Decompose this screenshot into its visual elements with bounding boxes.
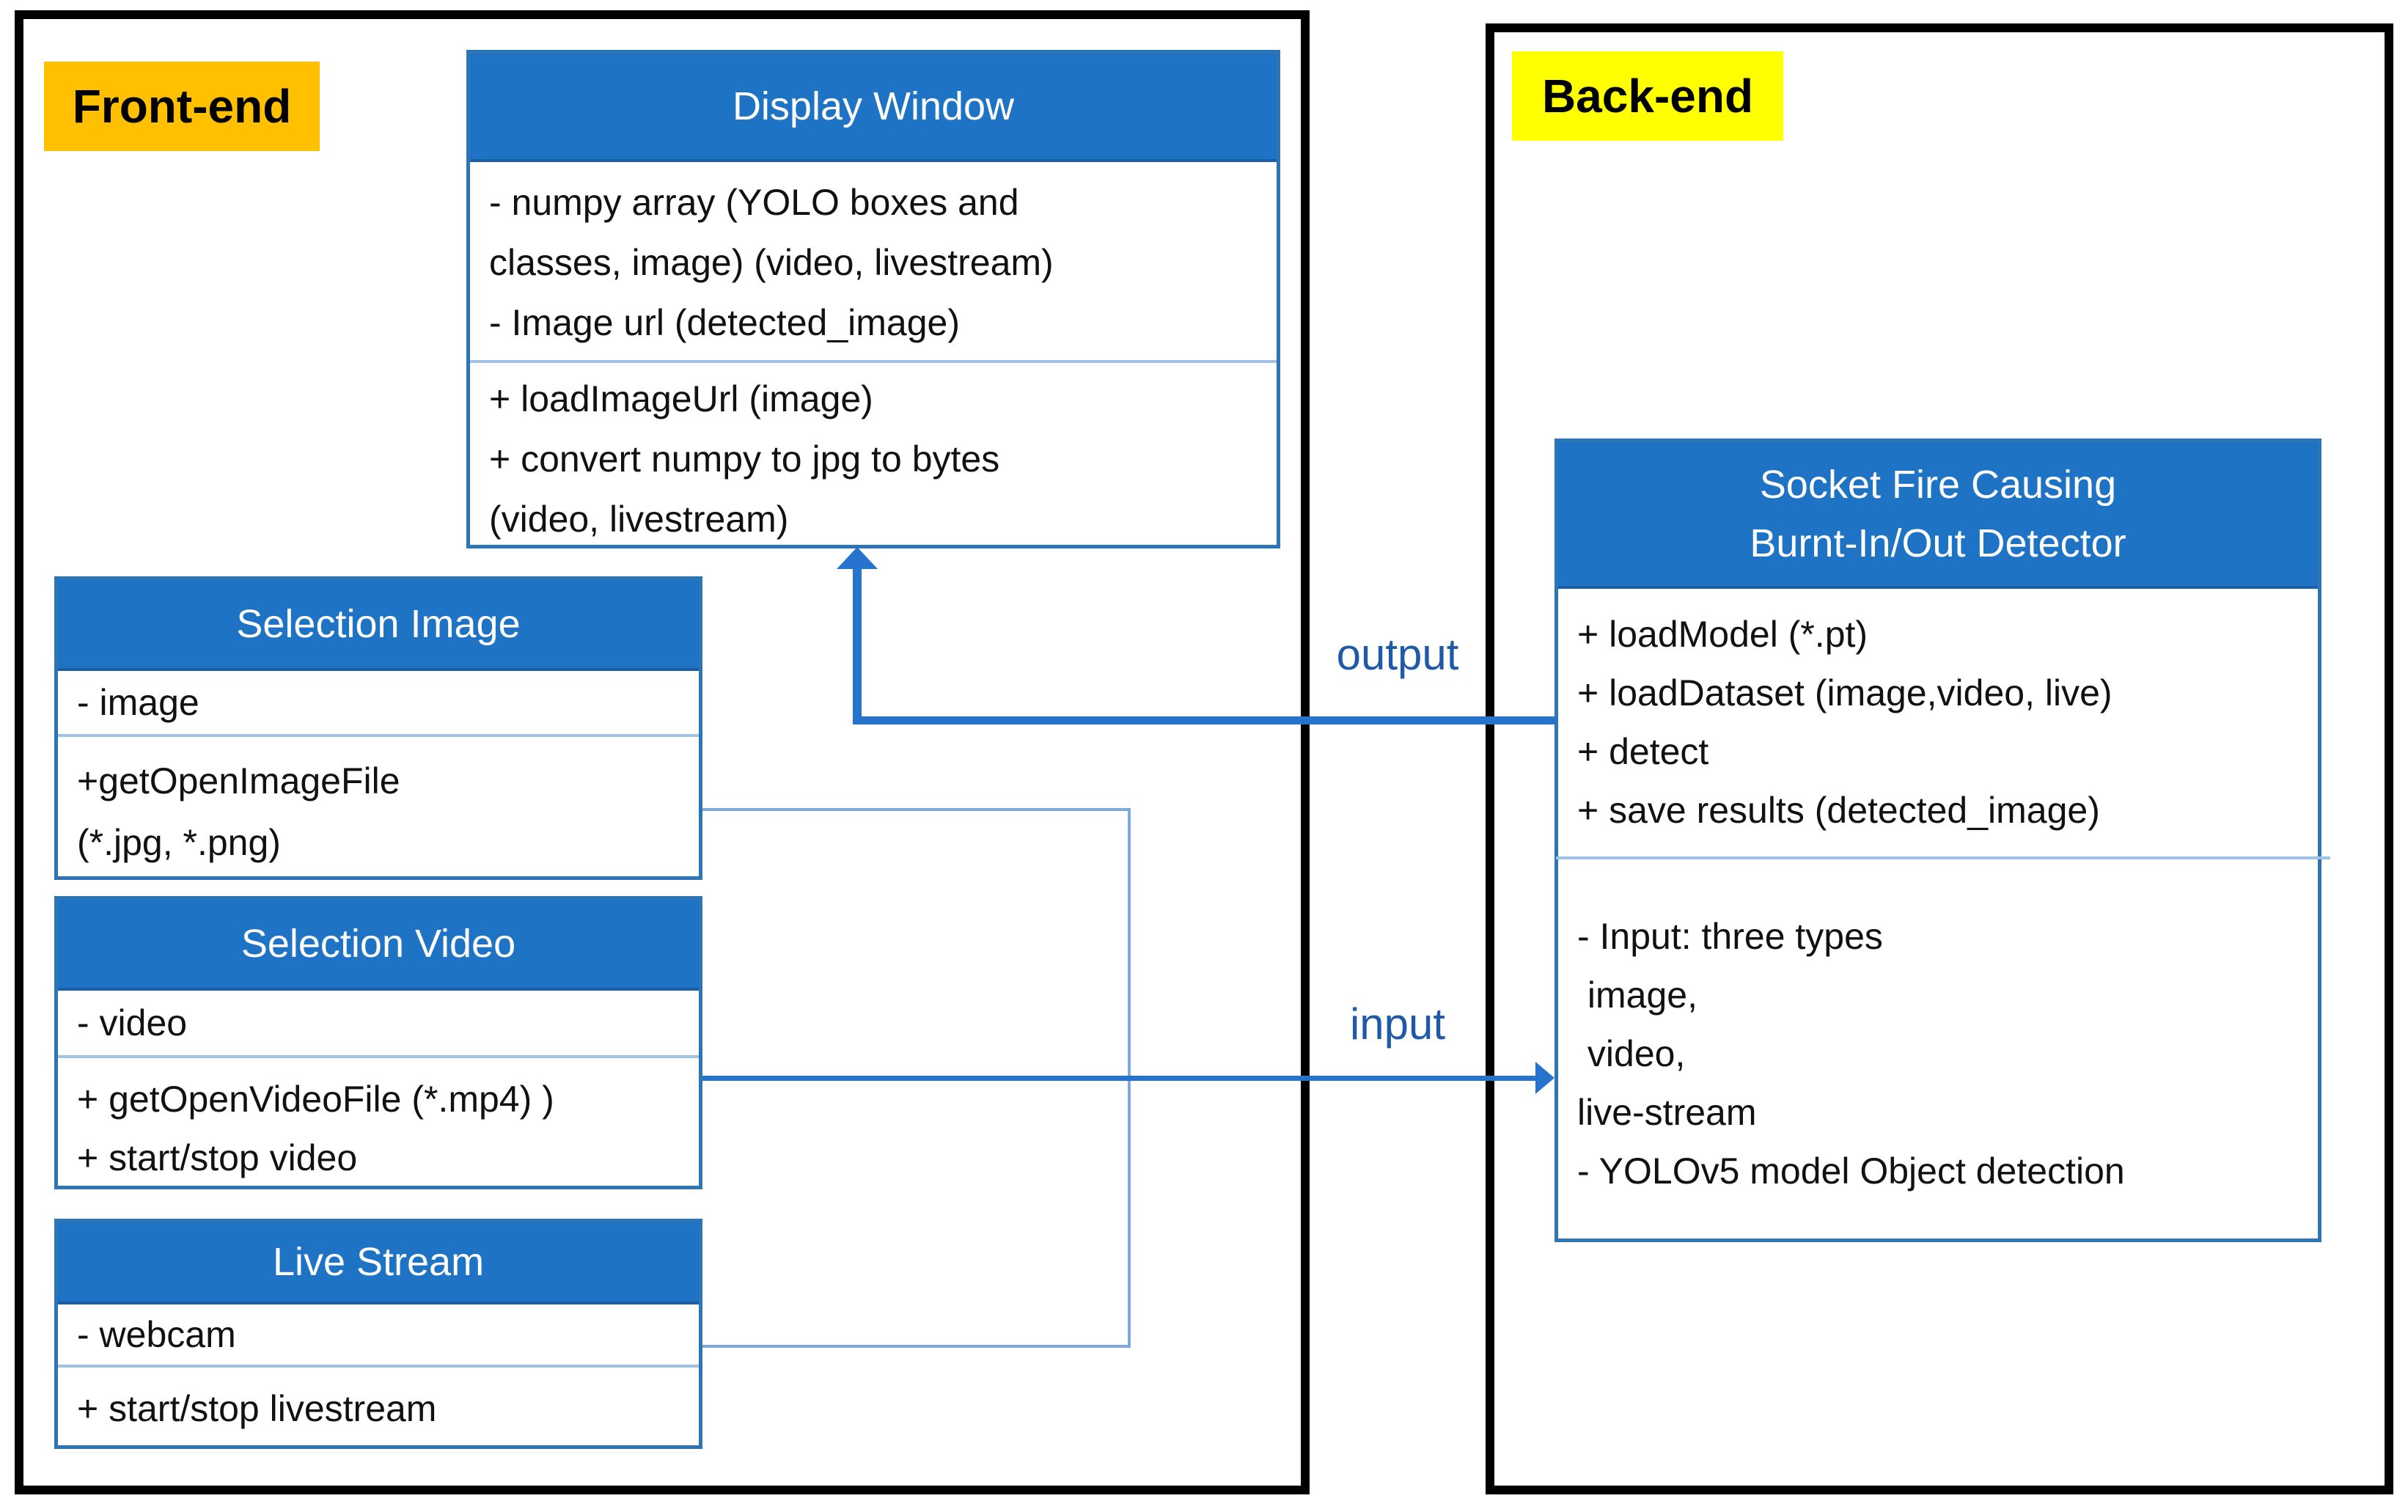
display-window-attributes: - numpy array (YOLO boxes and classes, i… xyxy=(470,162,1277,363)
backend-label-text: Back-end xyxy=(1541,70,1754,122)
detector-box: Socket Fire Causing Burnt-In/Out Detecto… xyxy=(1554,438,2321,1242)
output-line-vertical xyxy=(853,566,862,720)
display-window-box: Display Window - numpy array (YOLO boxes… xyxy=(466,50,1280,548)
bracket-bottom-line xyxy=(702,1345,1131,1348)
input-line-horizontal xyxy=(702,1076,1537,1081)
detector-header: Socket Fire Causing Burnt-In/Out Detecto… xyxy=(1558,442,2318,589)
output-line-horizontal xyxy=(853,716,1554,724)
selection-image-box: Selection Image - image +getOpenImageFil… xyxy=(54,576,702,880)
selection-image-header: Selection Image xyxy=(58,580,699,671)
detector-section-divider xyxy=(1556,856,2330,859)
display-window-header: Display Window xyxy=(470,54,1277,162)
selection-video-attributes: - video xyxy=(58,991,699,1058)
output-label: output xyxy=(1310,625,1486,683)
live-stream-header: Live Stream xyxy=(58,1222,699,1304)
detector-methods: + loadModel (*.pt) + loadDataset (image,… xyxy=(1577,614,2112,831)
frontend-label: Front-end xyxy=(44,62,320,151)
input-label-text: input xyxy=(1349,999,1446,1049)
live-stream-methods: + start/stop livestream xyxy=(77,1388,437,1429)
selection-video-methods: + getOpenVideoFile (*.mp4) ) + start/sto… xyxy=(77,1079,554,1178)
output-label-text: output xyxy=(1336,629,1459,679)
bracket-top-line xyxy=(702,808,1131,811)
selection-image-methods: +getOpenImageFile (*.jpg, *.png) xyxy=(77,760,400,863)
up-arrowhead-icon xyxy=(837,547,878,569)
frontend-label-text: Front-end xyxy=(72,80,292,133)
input-label: input xyxy=(1310,994,1486,1053)
detector-notes: - Input: three types image, video, live-… xyxy=(1577,916,2125,1192)
right-arrowhead-icon xyxy=(1535,1062,1554,1094)
selection-video-header: Selection Video xyxy=(58,900,699,991)
live-stream-attributes: - webcam xyxy=(58,1304,699,1368)
selection-image-attributes: - image xyxy=(58,671,699,737)
selection-video-box: Selection Video - video + getOpenVideoFi… xyxy=(54,896,702,1189)
display-window-methods: + loadImageUrl (image) + convert numpy t… xyxy=(489,378,1000,540)
live-stream-box: Live Stream - webcam + start/stop livest… xyxy=(54,1219,702,1449)
backend-label: Back-end xyxy=(1512,51,1783,141)
